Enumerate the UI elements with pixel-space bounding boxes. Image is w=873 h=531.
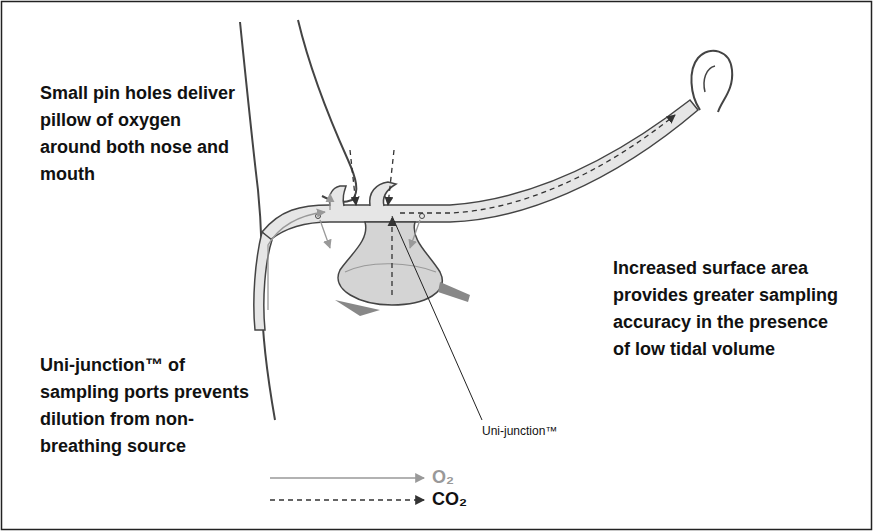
- leader-line: [392, 216, 482, 420]
- scoop-tab: [438, 282, 470, 302]
- legend-text: O₂: [432, 467, 454, 487]
- ear-inner: [704, 66, 715, 92]
- lip-shadow: [335, 300, 380, 316]
- legend-sample: [270, 499, 424, 500]
- face-profile: [240, 22, 275, 420]
- co2-flow: [391, 218, 392, 295]
- nose-outline: [298, 20, 356, 202]
- legend-sample: [270, 477, 424, 478]
- legend-text: CO₂: [432, 489, 467, 509]
- nasal-prong: [329, 186, 346, 206]
- callout-text: Small pin holes deliver pillow of oxygen…: [40, 80, 245, 188]
- co2-flow: [388, 150, 394, 205]
- co2-flow: [350, 150, 356, 205]
- pin-hole: [316, 214, 321, 219]
- scoop-shade: [345, 264, 436, 272]
- pin-hole: [420, 214, 425, 219]
- co2-flow: [400, 115, 675, 213]
- oral-scoop: [338, 222, 442, 305]
- left-tube: [254, 232, 272, 330]
- callout-text: Increased surface area provides greater …: [613, 255, 845, 363]
- cannula-tube: [262, 100, 698, 240]
- oxygen-flow: [410, 220, 420, 248]
- oxygen-flow: [329, 194, 330, 210]
- oxygen-flow: [320, 220, 330, 248]
- part-label: Uni-junction™: [482, 424, 592, 438]
- ear: [691, 51, 732, 112]
- callout-text: Uni-junction™ of sampling ports prevents…: [40, 352, 262, 460]
- nasal-prong: [370, 182, 396, 206]
- oxygen-flow: [268, 212, 325, 310]
